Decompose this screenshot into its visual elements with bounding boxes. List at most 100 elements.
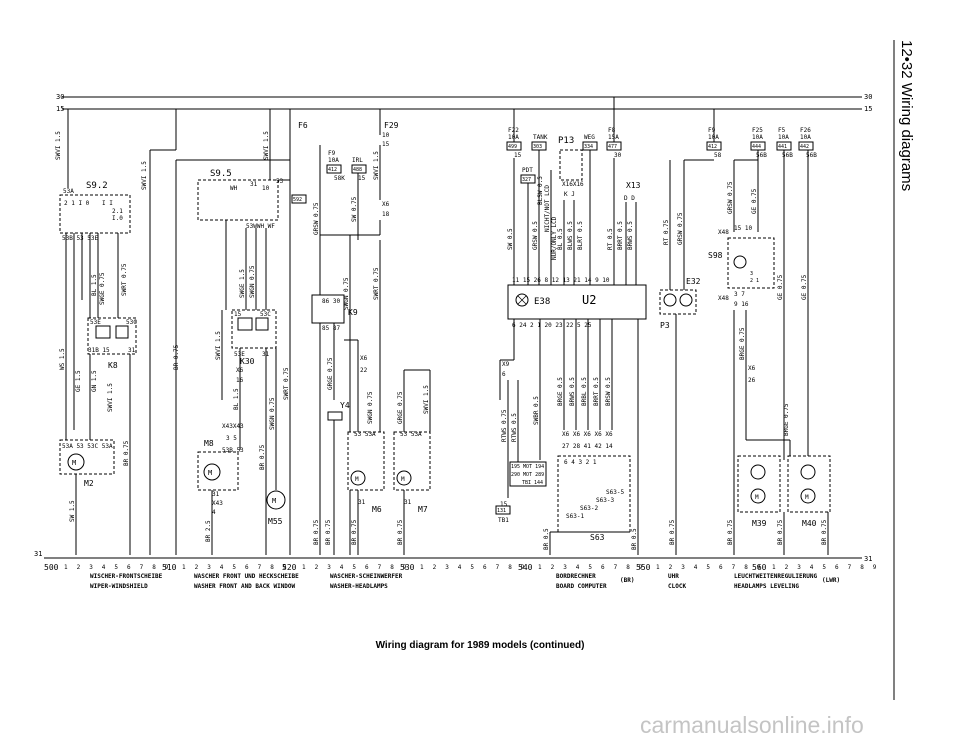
terminal-label: 2.1 xyxy=(112,208,123,215)
page-title: 12•32 Wiring diagrams xyxy=(898,40,915,191)
scale-digit: 3 xyxy=(445,564,449,571)
motor-m8 xyxy=(203,463,221,481)
scale-digit: 8 xyxy=(626,564,630,571)
wire-label: SWGN 0.75 xyxy=(367,391,374,424)
scale-digit: 5 xyxy=(352,564,356,571)
pdt-code: 327 xyxy=(522,177,531,183)
m55-label: M55 xyxy=(268,517,283,526)
section-510-title-en: WASHER FRONT AND BACK WINDOW xyxy=(194,583,296,590)
wire-label: BL 0.5 xyxy=(557,228,564,250)
weg-id: WEG xyxy=(584,134,595,141)
wire-label: GE 0.75 xyxy=(751,188,758,214)
wire-label: BR 0.75 xyxy=(123,440,130,466)
scale-digit: 2 xyxy=(433,564,437,571)
terminal-label: 31 xyxy=(128,347,136,354)
scale-digit: 7 xyxy=(378,564,382,571)
section-560-title-de: LEUCHTWEITENREGULIERUNG xyxy=(734,573,817,580)
wire-label: SWVI 1.5 xyxy=(263,131,270,160)
scale-digit: 8 xyxy=(152,564,156,571)
terminal-label: 31 xyxy=(250,181,258,188)
f9a-terminal: 58K xyxy=(334,175,345,182)
section-520-title-de: WASCHER-SCHEINWERFER xyxy=(330,573,403,580)
terminal-label: 31 xyxy=(212,491,220,498)
wire-label: BR 0.75 xyxy=(397,519,404,545)
scale-digit: 3 xyxy=(327,564,331,571)
wire-label: SWVI 1.5 xyxy=(215,331,222,360)
k8-label: K8 xyxy=(108,361,118,370)
wire-label: GRSW 0.75 xyxy=(313,202,320,235)
terminal-label: 15 xyxy=(500,501,508,508)
scale-digit: 9 xyxy=(757,564,761,571)
scale-digit: 3 xyxy=(681,564,685,571)
m7-label: M7 xyxy=(418,505,428,514)
wire-label: RTWS 0.5 xyxy=(511,413,518,442)
rail-31-label-left: 31 xyxy=(34,550,42,558)
wire-label: BR 0.75 xyxy=(325,519,332,545)
scale-digit: 6 xyxy=(483,564,487,571)
scale-digit: 9 xyxy=(639,564,643,571)
weg-code: 334 xyxy=(584,144,593,150)
wire-label: BR 0.75 xyxy=(351,519,358,545)
terminal-label: 2 1 I 0 xyxy=(64,200,90,207)
wire-label: BR 0.75 xyxy=(669,519,676,545)
motor-m2-housing xyxy=(59,439,115,475)
scale-digit: 5 xyxy=(114,564,118,571)
terminal-label: 31 xyxy=(358,499,366,506)
section-number: 520 xyxy=(282,563,297,572)
terminal-label: 18 xyxy=(382,211,390,218)
relay-contact xyxy=(115,325,129,339)
f9b-code: 412 xyxy=(708,144,717,150)
wire-label: BR 0.75 xyxy=(259,444,266,470)
f29-pin-top: 10 xyxy=(382,132,390,139)
section-number: 500 xyxy=(44,563,59,572)
sender-p13 xyxy=(559,149,583,181)
tb1-label: TB1 xyxy=(498,517,509,524)
motor-symbol: M xyxy=(72,459,76,467)
terminal-label: X48 xyxy=(718,229,729,236)
wire-label: SW 1.5 xyxy=(69,500,76,522)
valve-y4 xyxy=(327,411,343,421)
terminal-label: 53C xyxy=(126,319,137,326)
scale-digit: 8 xyxy=(508,564,512,571)
terminal-label: X48 xyxy=(718,295,729,302)
wire-label: GE 0.75 xyxy=(777,274,784,300)
rail-15-label-left: 15 xyxy=(56,105,64,113)
s63-5-label: S63-5 xyxy=(606,489,624,496)
page-header: 12•32 Wiring diagrams xyxy=(880,30,940,370)
s63-1-label: S63-1 xyxy=(566,513,584,520)
wire-label: SWRT 0.75 xyxy=(283,367,290,400)
terminal-label: 6 24 2 1 20 23 22 5 25 xyxy=(512,322,592,329)
terminal-label: 27 28 41 42 14 xyxy=(562,443,613,450)
scale-digit: 6 xyxy=(365,564,369,571)
wire-label: BR 0.5 xyxy=(543,528,550,550)
wire-label: SWBR 0.5 xyxy=(533,396,540,425)
y4-label: Y4 xyxy=(340,401,350,410)
f26-rating: 10A xyxy=(800,134,811,141)
wire-label: WS 1.5 xyxy=(59,348,66,370)
wire-label: BR 0.75 xyxy=(777,519,784,545)
terminal-label: 85 87 xyxy=(322,325,340,332)
motor-m55 xyxy=(266,490,286,510)
scale-digit: 1 xyxy=(64,564,68,571)
scale-digit: 6 xyxy=(245,564,249,571)
scale-digit: 5 xyxy=(470,564,474,571)
wire-label: SWRT 0.75 xyxy=(373,267,380,300)
terminal-label: 6 4 3 2 1 xyxy=(564,459,597,466)
scale-digit: 4 xyxy=(220,564,224,571)
wire-label: GN 1.5 xyxy=(91,370,98,392)
connector-x6-label: X6 xyxy=(748,365,756,372)
motor-m40 xyxy=(800,488,816,504)
terminal-label: X43 xyxy=(212,500,223,507)
wire-label: RT 0.5 xyxy=(607,228,614,250)
terminal-label: 53B 53 53E xyxy=(62,235,99,242)
section-510-title-de: WASCHER FRONT UND HECKSCHEIBE xyxy=(194,573,299,580)
motor-m2 xyxy=(67,453,85,471)
wire-label: BR 0.75 xyxy=(313,519,320,545)
section-540-suffix: (BR) xyxy=(620,577,634,584)
motor-m6 xyxy=(350,470,366,486)
terminal-label: TBI 144 xyxy=(522,480,543,486)
scale-digit: 7 xyxy=(496,564,500,571)
terminal-label: 53A xyxy=(63,188,74,195)
board-computer-u2 xyxy=(507,284,647,320)
terminal-label: 53C xyxy=(260,311,271,318)
